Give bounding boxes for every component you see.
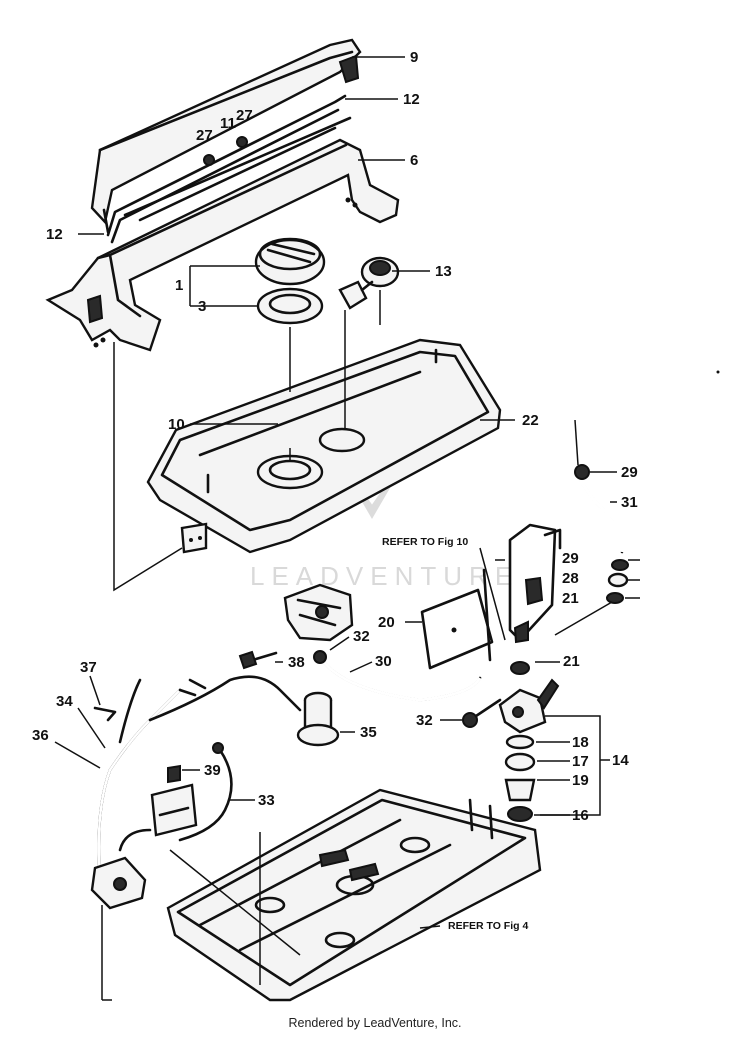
base-frame-part bbox=[166, 788, 542, 1002]
callout-37: 37 bbox=[80, 659, 97, 676]
callout-32-lower: 32 bbox=[416, 712, 433, 729]
callout-9: 9 bbox=[410, 49, 418, 66]
fuel-gauge-part bbox=[338, 256, 400, 310]
heat-shield-part bbox=[420, 568, 494, 670]
fuel-cap-part bbox=[254, 237, 326, 286]
callout-20: 20 bbox=[378, 614, 395, 631]
callout-31: 31 bbox=[621, 494, 638, 511]
callout-10-strainer: 10 bbox=[168, 416, 185, 433]
bolt-38-part bbox=[238, 650, 278, 670]
clip-37-part bbox=[93, 706, 117, 722]
fuel-tank-part bbox=[146, 338, 502, 554]
callout-19: 19 bbox=[572, 772, 589, 789]
mounting-bracket-part bbox=[508, 523, 562, 644]
callout-18: 18 bbox=[572, 734, 589, 751]
watermark-text: LEADVENTURE bbox=[250, 561, 519, 591]
leader-lines bbox=[54, 56, 640, 1001]
callout-28: 28 bbox=[562, 570, 579, 587]
callout-12-lower: 12 bbox=[46, 226, 63, 243]
callout-21-upper: 21 bbox=[562, 590, 579, 607]
callout-30: 30 bbox=[375, 653, 392, 670]
callout-27-right: 27 bbox=[236, 107, 253, 124]
ignition-module-part bbox=[150, 764, 198, 837]
wiring-harness-part bbox=[97, 675, 302, 882]
callout-3: 3 bbox=[198, 298, 206, 315]
handle-frame-part bbox=[45, 116, 400, 352]
stray-dot bbox=[716, 370, 720, 374]
callout-22: 22 bbox=[522, 412, 539, 429]
carburetor-part bbox=[283, 583, 354, 642]
cap-gasket-part bbox=[256, 287, 324, 325]
fasteners-27 bbox=[203, 136, 248, 166]
callout-labels: 9 12 6 27 11 27 12 1 3 13 10 22 29 31 RE… bbox=[32, 49, 638, 932]
callout-6: 6 bbox=[410, 152, 418, 169]
callout-11: 11 bbox=[220, 115, 236, 132]
callout-27-left: 27 bbox=[196, 127, 213, 144]
callout-12-upper: 12 bbox=[403, 91, 420, 108]
callout-14: 14 bbox=[612, 752, 629, 769]
note-refer-fig-10: REFER TO Fig 10 bbox=[382, 536, 468, 548]
callout-39: 39 bbox=[204, 762, 221, 779]
fuel-hose-31-part bbox=[574, 464, 629, 604]
callout-32-upper: 32 bbox=[353, 628, 370, 645]
callout-16: 16 bbox=[572, 807, 589, 824]
callout-13: 13 bbox=[435, 263, 452, 280]
fuel-valve-part bbox=[498, 661, 560, 822]
fuel-hose-30-part bbox=[313, 650, 502, 728]
fuel-solenoid-part bbox=[296, 691, 340, 747]
callout-29-lower: 29 bbox=[562, 550, 579, 567]
callout-17: 17 bbox=[572, 753, 589, 770]
gasket-strip-part bbox=[102, 94, 347, 244]
callout-36: 36 bbox=[32, 727, 49, 744]
callout-29-upper: 29 bbox=[621, 464, 638, 481]
harness-bracket-part bbox=[90, 856, 147, 910]
callout-21-lower: 21 bbox=[563, 653, 580, 670]
callout-34: 34 bbox=[56, 693, 73, 710]
handle-cover-part bbox=[90, 38, 362, 225]
footer-credit: Rendered by LeadVenture, Inc. bbox=[288, 1016, 462, 1030]
callout-1: 1 bbox=[175, 277, 183, 294]
note-refer-fig-4: REFER TO Fig 4 bbox=[448, 920, 528, 932]
callout-38: 38 bbox=[288, 654, 305, 671]
callout-33: 33 bbox=[258, 792, 275, 809]
callout-35: 35 bbox=[360, 724, 377, 741]
